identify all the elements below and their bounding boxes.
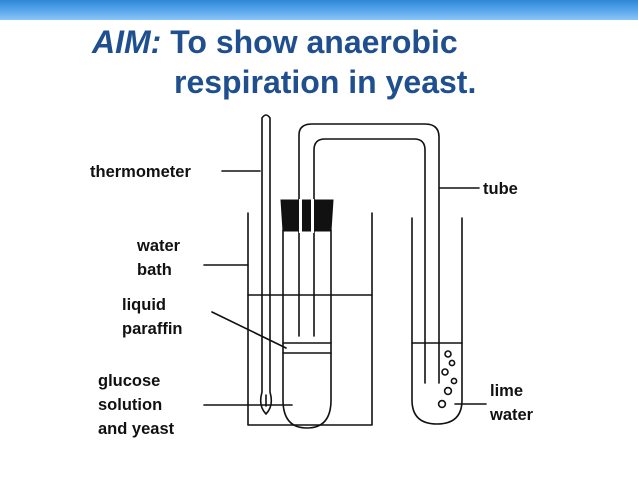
water-bath-beaker (247, 212, 373, 426)
title-prefix: AIM: (92, 24, 162, 60)
bubble (450, 377, 458, 385)
page-title: AIM: To show anaerobic respiration in ye… (92, 22, 476, 102)
bubble (448, 359, 456, 367)
label-liquid-paraffin-2: paraffin (122, 320, 183, 338)
header-bar (0, 0, 638, 20)
bubble (444, 350, 452, 358)
lime-water-tube (411, 217, 463, 425)
label-thermometer: thermometer (90, 163, 191, 181)
label-water-bath-2: bath (137, 261, 172, 279)
bung-hole-tube-side (311, 199, 314, 233)
bung-hole-thermometer-side (299, 199, 302, 233)
bubble (437, 399, 447, 409)
thermometer (259, 114, 273, 415)
label-glucose-1: glucose (98, 372, 160, 390)
label-liquid-paraffin-1: liquid (122, 296, 166, 314)
bubble (441, 368, 449, 376)
delivery-tube (298, 123, 440, 384)
label-lime-water-1: lime (490, 382, 523, 400)
label-water-bath-1: water (136, 237, 181, 255)
label-glucose-3: and yeast (98, 420, 175, 438)
leader-liquid-paraffin (211, 311, 287, 349)
label-tube: tube (483, 180, 518, 198)
boiling-tube (282, 229, 332, 429)
title-line-1: To show anaerobic (170, 24, 458, 60)
label-lime-water-2: water (489, 406, 534, 424)
bubble (443, 386, 453, 396)
rubber-bung (280, 199, 334, 232)
title-line-2: respiration in yeast. (174, 64, 477, 100)
label-glucose-2: solution (98, 396, 162, 414)
